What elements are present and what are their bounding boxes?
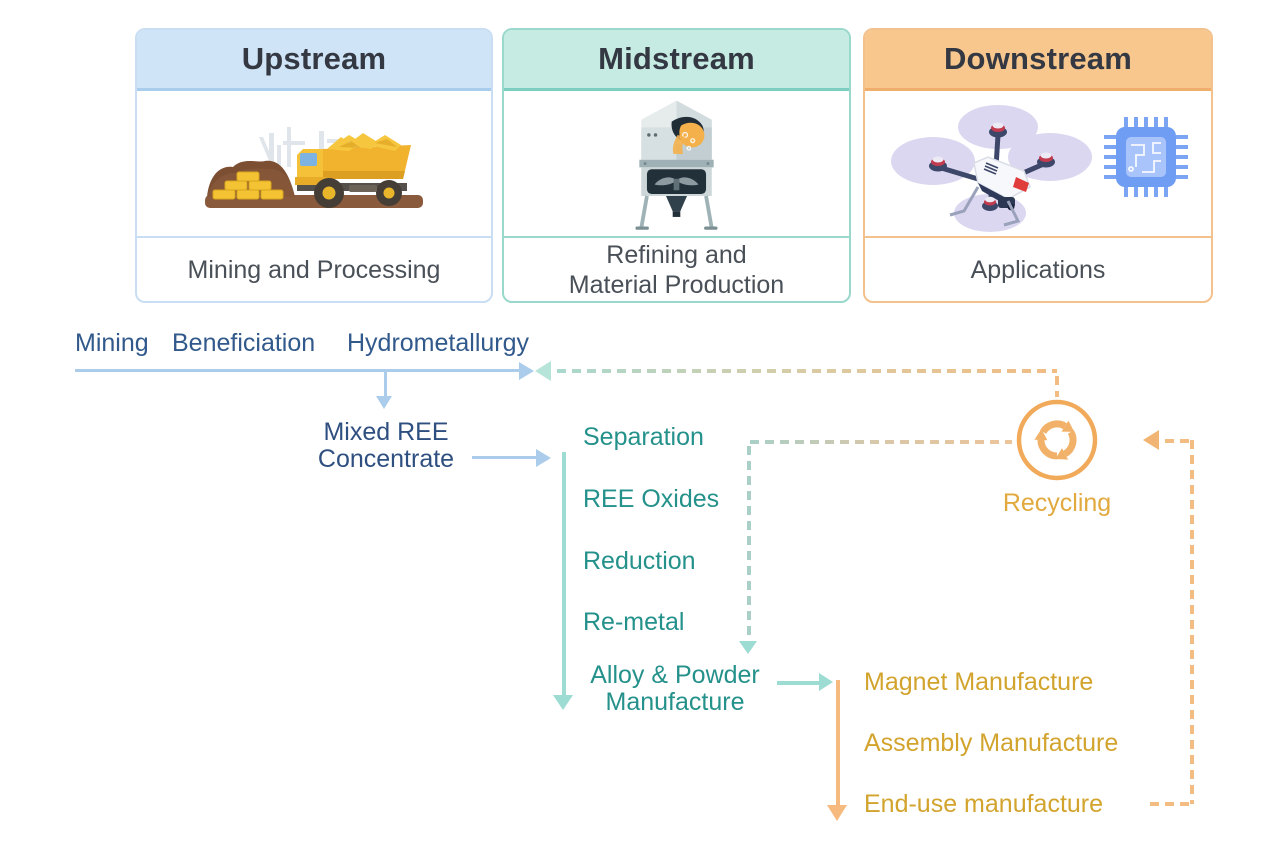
mixed-ree-concentrate-label: Mixed REE Concentrate xyxy=(286,419,486,473)
mixed-ree-line2: Concentrate xyxy=(317,445,455,473)
enduse-to-recycle-dashed-right xyxy=(1190,440,1194,804)
enduse-to-recycle-dashed-bottom xyxy=(1150,802,1194,806)
midstream-label: Refining and Material Production xyxy=(504,236,849,301)
concentrate-to-separation-line xyxy=(472,456,536,459)
recycle-top-connector-dashed-line xyxy=(1055,376,1059,397)
recycling-label: Recycling xyxy=(1002,489,1112,517)
midstream-header: Midstream xyxy=(504,30,849,91)
downstream-chain-arrowhead-icon xyxy=(827,805,847,821)
flow-step-ree-oxides: REE Oxides xyxy=(583,485,720,513)
midstream-illustration-area xyxy=(504,92,849,237)
flow-step-alloy-powder: Alloy & Powder Manufacture xyxy=(583,662,767,716)
upstream-flow-arrowhead-icon xyxy=(519,362,534,380)
upstream-label: Mining and Processing xyxy=(137,236,491,301)
downstream-box: Downstream xyxy=(863,28,1213,303)
alloy-to-magnet-line xyxy=(777,681,819,685)
downstream-label-line: Applications xyxy=(970,255,1106,284)
recycle-to-alloy-dashed-line-h xyxy=(750,440,1012,444)
upstream-box: Upstream xyxy=(135,28,493,303)
alloy-line2: Manufacture xyxy=(605,688,745,716)
refinery-icon xyxy=(635,100,718,230)
enduse-to-recycle-dashed-top xyxy=(1165,439,1195,443)
flow-step-re-metal: Re-metal xyxy=(583,608,685,636)
downstream-chain-line xyxy=(836,680,840,806)
midstream-title: Midstream xyxy=(598,41,755,76)
recycle-to-separation-dashed-line xyxy=(557,369,1057,373)
recycle-to-alloy-dashed-line-v xyxy=(747,446,751,640)
alloy-to-magnet-arrowhead-icon xyxy=(819,673,833,691)
flow-step-magnet-manufacture: Magnet Manufacture xyxy=(864,668,1094,696)
drone-and-chip-icon xyxy=(891,104,1188,232)
flow-step-beneficiation: Beneficiation xyxy=(172,329,316,357)
midstream-chain-arrowhead-icon xyxy=(553,695,573,710)
alloy-line1: Alloy & Powder xyxy=(590,661,760,689)
flow-step-mining: Mining xyxy=(75,329,149,357)
upstream-label-line: Mining and Processing xyxy=(187,255,441,284)
flow-step-reduction: Reduction xyxy=(583,547,696,575)
midstream-label-line1: Refining and xyxy=(606,240,747,269)
midstream-label-line2: Material Production xyxy=(568,270,785,299)
midstream-chain-line xyxy=(562,452,566,696)
recycle-to-alloy-arrowhead-icon xyxy=(739,641,757,654)
mining-truck-icon xyxy=(205,126,423,208)
downstream-header: Downstream xyxy=(865,30,1211,91)
downstream-illustration-area xyxy=(865,92,1211,237)
upstream-title: Upstream xyxy=(241,41,387,76)
mixed-ree-line1: Mixed REE xyxy=(323,418,449,446)
mixed-ree-drop-line xyxy=(384,371,387,397)
flow-step-hydrometallurgy: Hydrometallurgy xyxy=(347,329,530,357)
downstream-title: Downstream xyxy=(943,41,1133,76)
flow-step-separation: Separation xyxy=(583,423,704,451)
recycling-icon xyxy=(1016,399,1098,481)
mixed-ree-drop-arrowhead-icon xyxy=(376,396,392,409)
recycle-return-arrowhead-icon xyxy=(535,361,551,381)
upstream-flow-line xyxy=(75,369,519,372)
enduse-to-recycle-arrowhead-icon xyxy=(1143,430,1159,450)
midstream-box: Midstream xyxy=(502,28,851,303)
upstream-illustration-area xyxy=(137,92,491,237)
upstream-header: Upstream xyxy=(137,30,491,91)
flow-step-end-use-manufacture: End-use manufacture xyxy=(864,790,1104,818)
downstream-label: Applications xyxy=(865,236,1211,301)
concentrate-to-separation-arrowhead-icon xyxy=(536,449,551,467)
flow-step-assembly-manufacture: Assembly Manufacture xyxy=(864,729,1119,757)
